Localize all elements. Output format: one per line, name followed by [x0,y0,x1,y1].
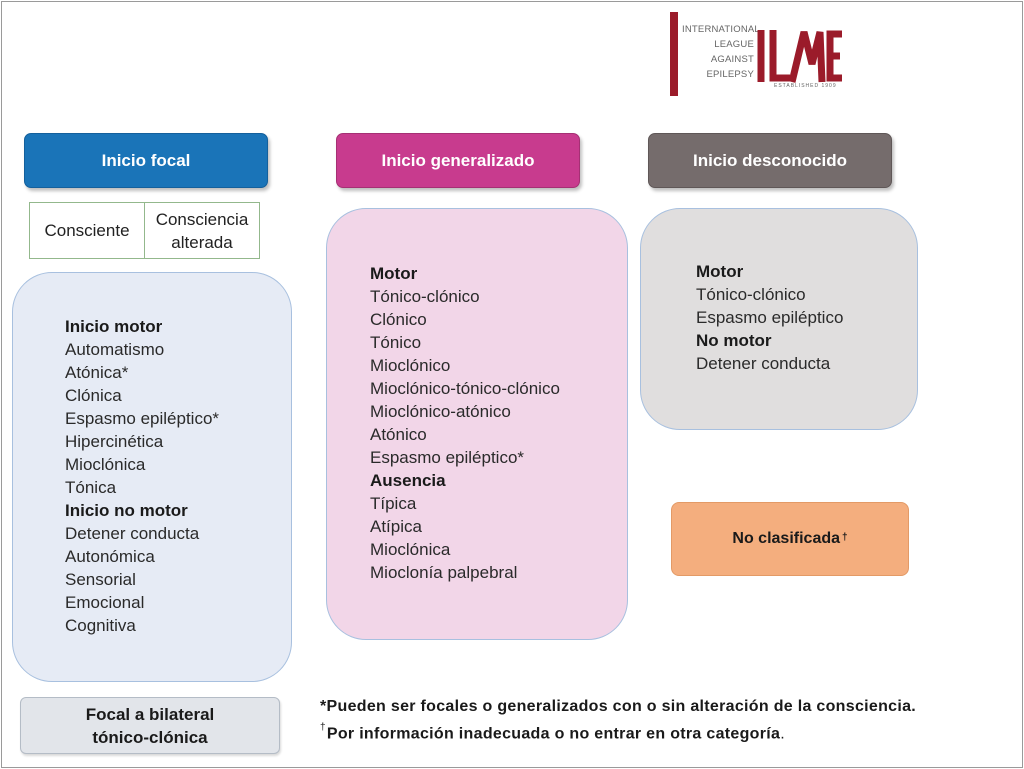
list-item: Hipercinética [65,432,164,451]
unclassified-mark: † [842,531,848,543]
unclassified-box: No clasificada† [671,502,909,576]
list-item: Atónico [370,425,427,444]
list-heading: Inicio no motor [65,501,188,520]
unknown-onset-box [640,208,918,430]
logo-word: International [682,24,760,35]
focal-onset-header: Inicio focal [24,133,268,188]
logo-established: Established 1909 [774,83,837,89]
list-item: Emocional [65,593,145,612]
list-heading: Ausencia [370,471,446,490]
list-item: Detener conducta [65,524,200,543]
footnote-mark: * [320,698,327,715]
list-item: Mioclónica [370,540,451,559]
awareness-impaired-cell: Consciencia alterada [155,209,249,252]
list-item: Tónico-clónico [696,285,806,304]
list-item: Tónica [65,478,117,497]
awareness-table: Consciente Consciencia alterada [29,202,260,259]
footnote-dagger: †Por información inadecuada o no entrar … [320,718,916,745]
list-item: Automatismo [65,340,165,359]
list-item: Mioclónico [370,356,451,375]
logo-word: League [714,39,754,50]
list-item: Mioclónico-atónico [370,402,511,421]
footnote-text: Pueden ser focales o generalizados con o… [326,698,917,715]
list-item: Mioclónico-tónico-clónico [370,379,560,398]
list-item: Típica [370,494,417,513]
list-item: Mioclónica [65,455,146,474]
footnotes: *Pueden ser focales o generalizados con … [320,695,916,745]
ilae-logo: International League Against Epilepsy Es… [670,12,870,98]
logo-bar [670,12,678,96]
footnote-end: . [780,725,785,743]
footnote-mark: † [320,722,326,733]
list-heading: No motor [696,331,772,350]
list-heading: Inicio motor [65,317,163,336]
list-heading: Motor [696,262,744,281]
generalized-onset-box [326,208,628,640]
awareness-aware-cell: Consciente [30,203,145,258]
bilateral-line: Focal a bilateral [85,704,215,724]
list-item: Tónico-clónico [370,287,480,306]
logo-words: International League Against Epilepsy [682,22,760,82]
list-item: Clónico [370,310,427,329]
list-heading: Motor [370,264,418,283]
list-item: Atípica [370,517,422,536]
list-item: Tónico [370,333,422,352]
list-item: Mioclonía palpebral [370,563,518,582]
bilateral-line: tónico-clónica [92,727,208,747]
generalized-onset-header: Inicio generalizado [336,133,580,188]
logo-word: Epilepsy [706,69,754,80]
unclassified-label: No clasificada [732,530,841,547]
list-item: Detener conducta [696,354,831,373]
list-item: Sensorial [65,570,136,589]
list-item: Espasmo epiléptico [696,308,844,327]
list-item: Cognitiva [65,616,136,635]
list-item: Espasmo epiléptico* [65,409,220,428]
footnote-text: Por información inadecuada o no entrar e… [326,725,781,743]
list-item: Atónica* [65,363,129,382]
focal-onset-box [12,272,292,682]
unknown-onset-header: Inicio desconocido [648,133,892,188]
focal-to-bilateral-box: Focal a bilateral tónico-clónica [20,697,280,754]
footnote-asterisk: *Pueden ser focales o generalizados con … [320,695,916,718]
list-item: Clónica [65,386,122,405]
logo-word: Against [710,54,754,65]
list-item: Autonómica [65,547,155,566]
ilae-mark-icon [757,30,842,83]
list-item: Espasmo epiléptico* [370,448,525,467]
